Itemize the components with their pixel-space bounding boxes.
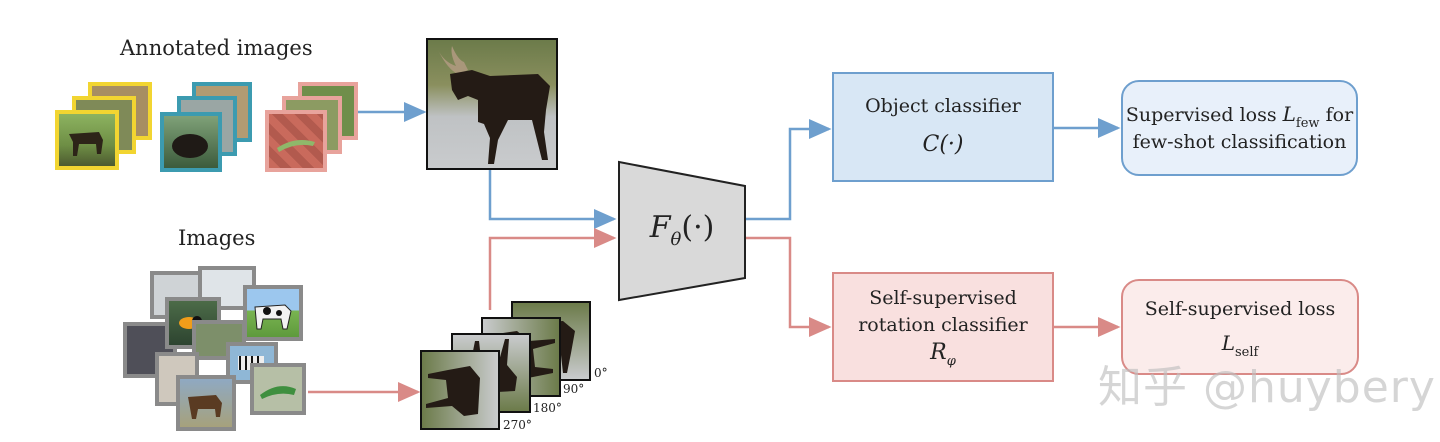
rotation-classifier-box: Self-supervised rotation classifier Rφ: [832, 272, 1054, 382]
moose-photo: [55, 110, 119, 170]
object-classifier-formula: C(·): [922, 131, 964, 157]
rotation-label-180: 180°: [533, 401, 562, 415]
rotation-label-270: 270°: [503, 418, 532, 432]
moose-photo-large: [426, 38, 558, 170]
self-loss-formula: Lself: [1221, 331, 1259, 360]
rotation-classifier-line2: rotation classifier: [858, 313, 1028, 336]
arrow-rotations-to-network: [488, 228, 617, 310]
self-loss-line1: Self-supervised loss: [1144, 298, 1336, 321]
supervised-loss-box: Supervised loss Lfew for few-shot classi…: [1121, 80, 1358, 176]
object-classifier-title: Object classifier: [865, 95, 1021, 118]
arrow-network-to-object-classifier: [746, 119, 832, 221]
annotated-images-label: Annotated images: [120, 36, 313, 60]
rotation-label-90: 90°: [563, 382, 585, 396]
encoder-trapezoid: [618, 160, 746, 302]
rotation-classifier-formula: Rφ: [930, 340, 956, 370]
images-label: Images: [178, 226, 256, 250]
arrow-network-to-rotation-classifier: [746, 236, 832, 337]
rotation-classifier-line1: Self-supervised: [869, 287, 1017, 309]
supervised-loss-line2: few-shot classification: [1132, 131, 1347, 153]
arrow-moose-to-network: [488, 170, 617, 229]
object-classifier-box: Object classifier C(·): [832, 72, 1054, 182]
supervised-loss-line1: Supervised loss Lfew for: [1125, 102, 1354, 132]
self-supervised-loss-box: Self-supervised loss Lself: [1121, 279, 1359, 375]
moose-photo: [176, 375, 236, 431]
network-label: Fθ(·): [649, 210, 715, 250]
watermark-text: 知乎 @huybery: [1098, 362, 1436, 413]
rotation-label-0: 0°: [594, 366, 608, 380]
